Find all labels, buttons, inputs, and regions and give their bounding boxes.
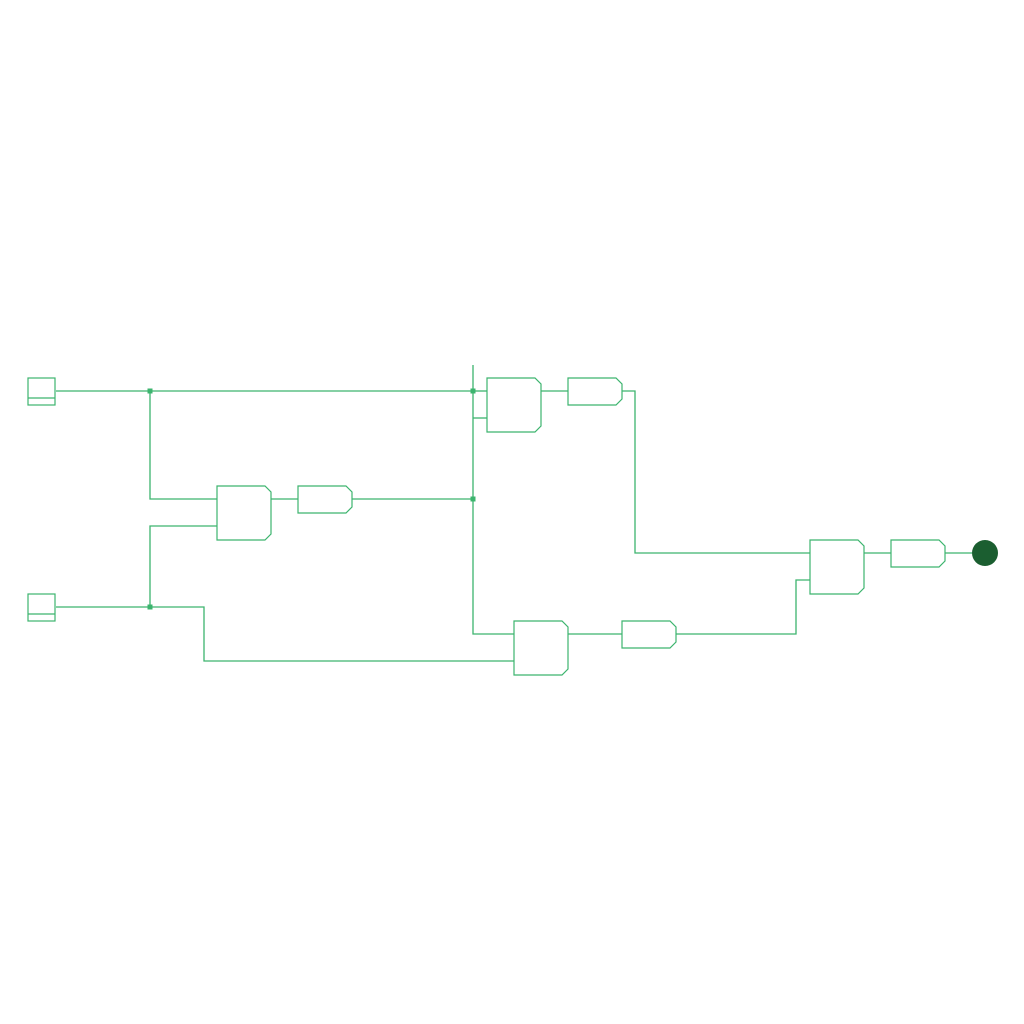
buffer-icon[interactable] bbox=[890, 539, 946, 568]
wire-in2-rise bbox=[149, 525, 217, 607]
nand-gate-icon[interactable] bbox=[216, 485, 272, 541]
wire-junction bbox=[470, 496, 476, 502]
wire-junction bbox=[147, 388, 153, 394]
wire-in1-drop bbox=[149, 391, 217, 500]
output-led-icon[interactable] bbox=[972, 540, 998, 566]
junctions bbox=[147, 388, 476, 610]
buffer-icon[interactable] bbox=[297, 485, 353, 514]
buffer-icon[interactable] bbox=[567, 377, 623, 406]
nand-gate-icon[interactable] bbox=[513, 620, 569, 676]
wire-junction bbox=[470, 388, 476, 394]
wire-buf3-n4 bbox=[676, 579, 810, 635]
wire-junction bbox=[147, 604, 153, 610]
wire-in2-bus bbox=[56, 606, 514, 662]
wire-buf2-n4 bbox=[622, 390, 810, 554]
wires bbox=[56, 365, 972, 662]
nand-gate-icon[interactable] bbox=[809, 539, 865, 595]
components bbox=[27, 377, 998, 676]
buffer-icon[interactable] bbox=[621, 620, 677, 649]
wire-vbus bbox=[472, 365, 514, 635]
input-switch-icon[interactable] bbox=[27, 593, 56, 622]
nand-gate-icon[interactable] bbox=[486, 377, 542, 433]
input-switch-icon[interactable] bbox=[27, 377, 56, 406]
